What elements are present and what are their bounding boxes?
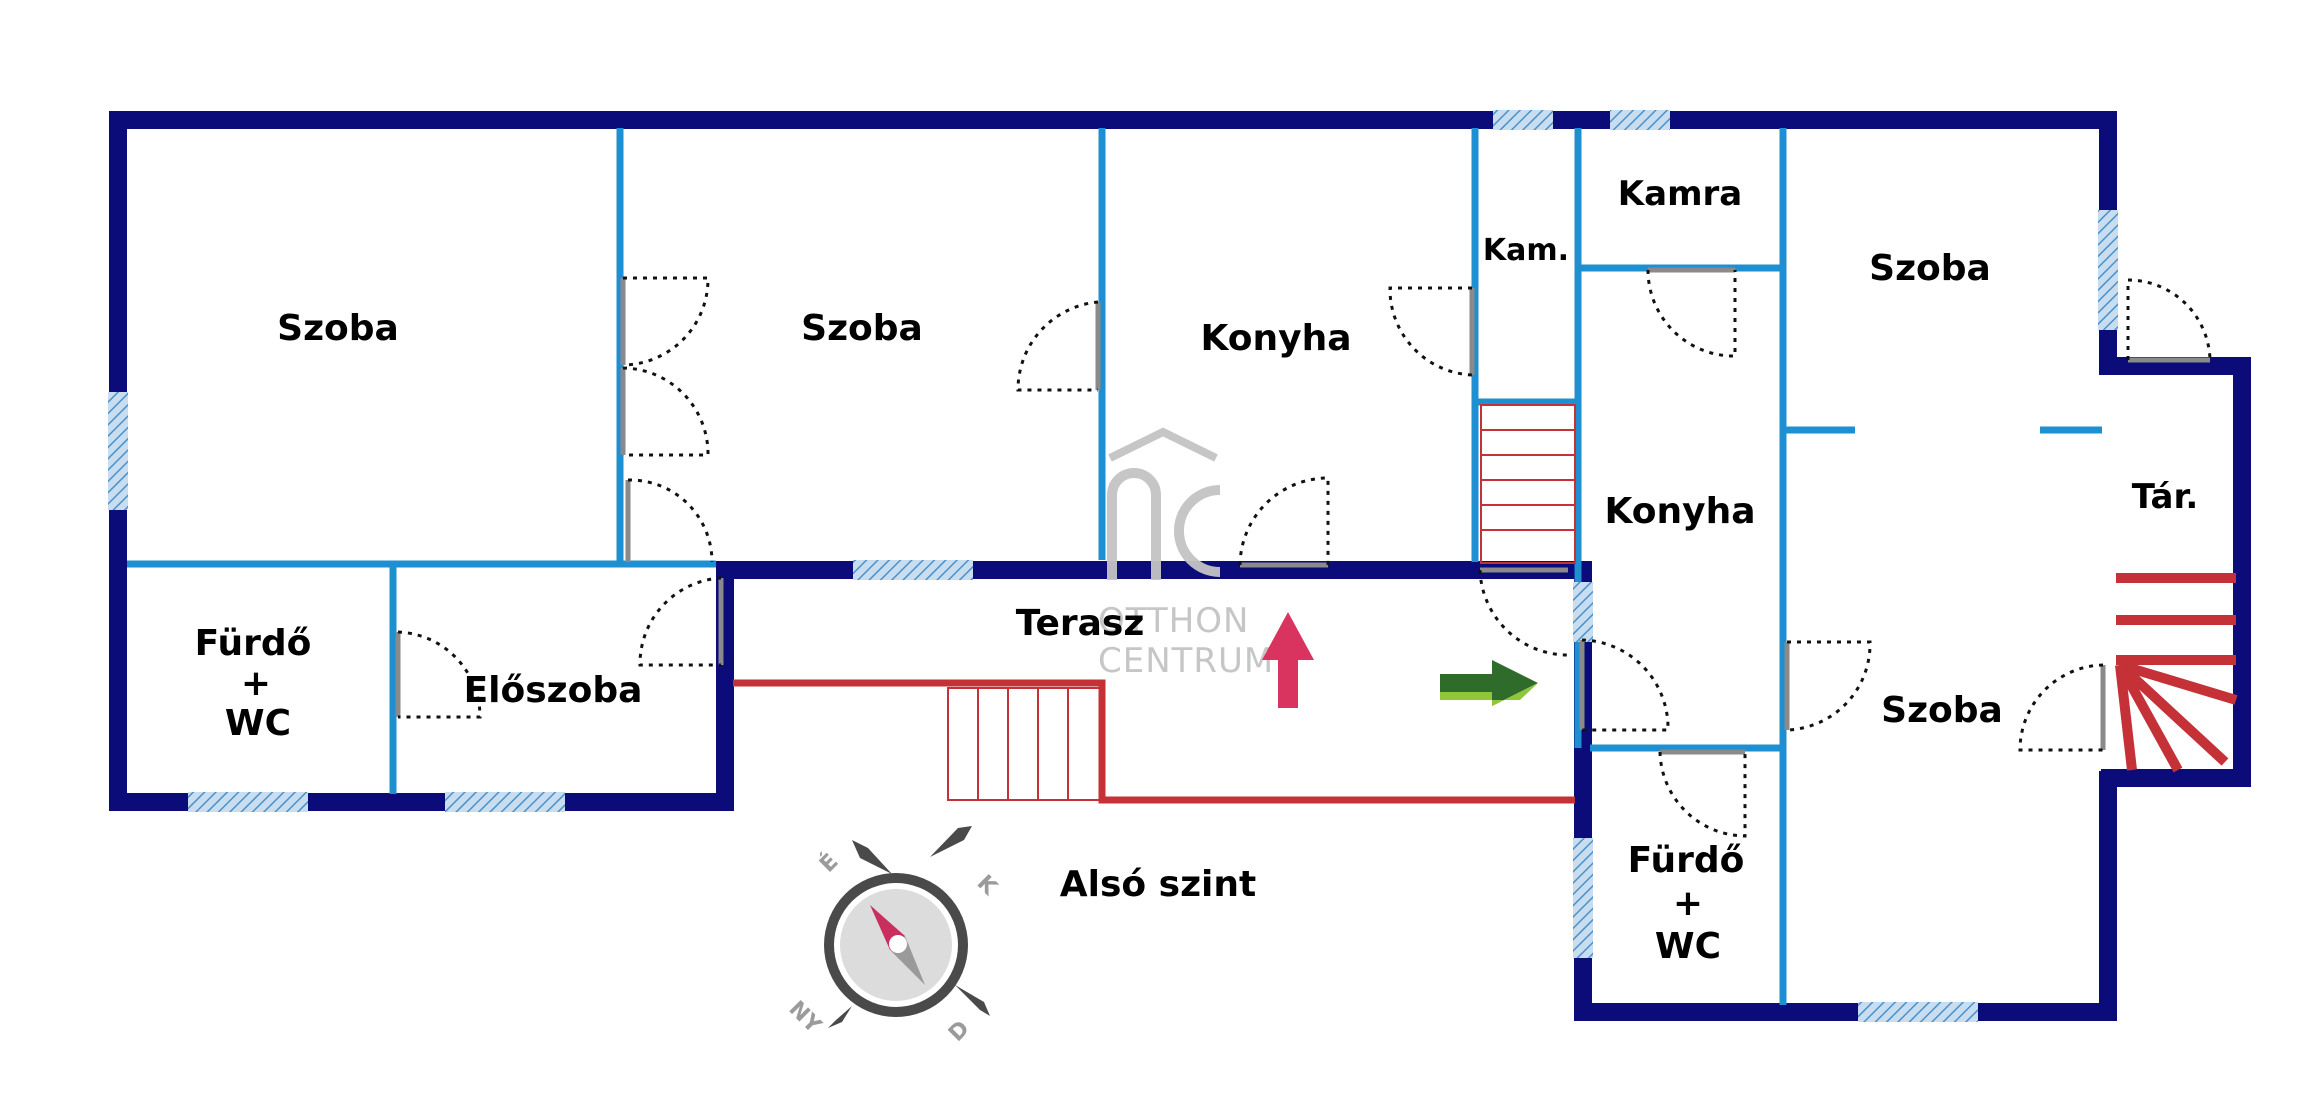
room-label-szoba-3: Szoba: [1869, 248, 1991, 289]
room-label-konyha-2: Konyha: [1604, 491, 1755, 532]
compass-icon: É K D NY: [784, 826, 1002, 1047]
room-labels: Szoba Szoba Konyha Kam. Kamra Szoba Fürd…: [195, 174, 2199, 967]
room-label-furdo-1-plus: +: [241, 663, 271, 704]
room-label-szoba-2: Szoba: [801, 308, 923, 349]
level-label: Alsó szint: [1060, 864, 1256, 905]
room-label-konyha-1: Konyha: [1200, 318, 1351, 359]
room-label-kam: Kam.: [1483, 233, 1569, 268]
room-label-furdo-2: Fürdő: [1628, 840, 1745, 881]
stairs: [733, 404, 2238, 804]
room-label-kamra: Kamra: [1618, 174, 1742, 214]
doors: [395, 267, 2212, 838]
room-label-furdo-2-plus: +: [1673, 883, 1703, 924]
room-label-furdo-2-wc: WC: [1655, 926, 1721, 967]
watermark: OTTHON CENTRUM: [1098, 427, 1274, 681]
room-label-eloszoba: Előszoba: [464, 670, 643, 711]
entrance-arrow-icon: [1262, 612, 1314, 708]
compass-north: É: [815, 849, 844, 878]
inner-walls: [127, 128, 2102, 1005]
room-label-szoba-1: Szoba: [277, 308, 399, 349]
room-label-szoba-4: Szoba: [1881, 690, 2003, 731]
watermark-line1: OTTHON: [1098, 601, 1249, 641]
windows: [108, 110, 2118, 1022]
room-label-furdo-1-wc: WC: [225, 703, 291, 744]
room-label-terasz: Terasz: [1016, 603, 1145, 644]
compass-west: NY: [784, 996, 827, 1039]
compass-south: D: [944, 1016, 975, 1047]
room-label-tar: Tár.: [2132, 477, 2199, 517]
green-arrow-icon: [1440, 660, 1538, 706]
compass-east: K: [972, 871, 1002, 901]
watermark-line2: CENTRUM: [1098, 641, 1274, 681]
room-label-furdo-1: Fürdő: [195, 623, 312, 664]
